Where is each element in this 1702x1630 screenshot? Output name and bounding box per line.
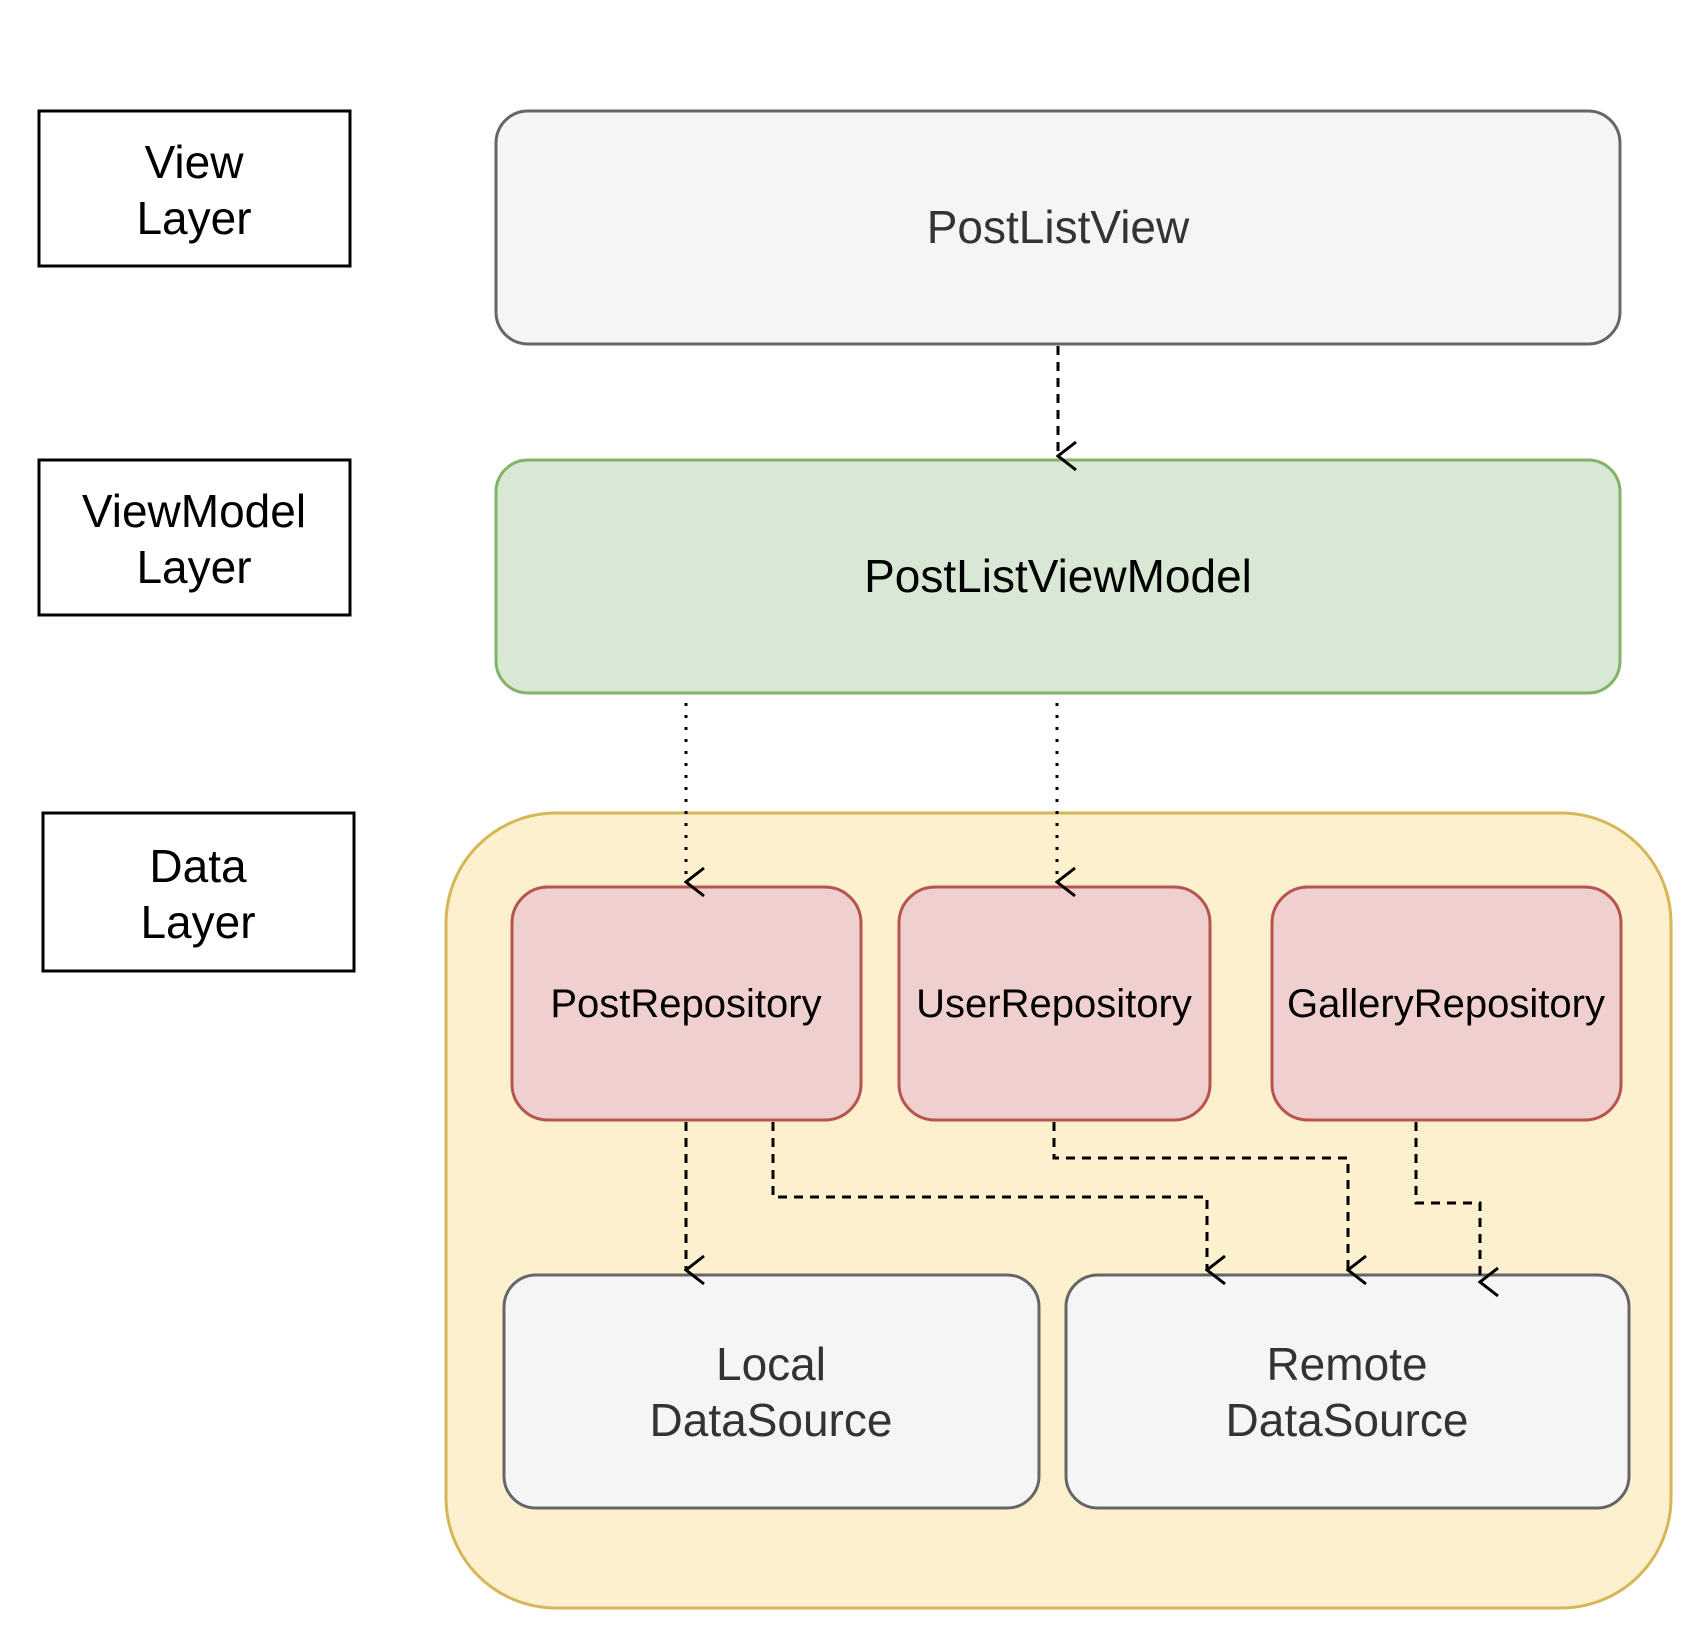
post-list-view-model-node: PostListViewModel [494,458,1622,695]
local-datasource-line1: Local [716,1338,826,1390]
gallery-repository-label: GalleryRepository [1287,982,1605,1026]
view-layer-label: View Layer [37,109,352,268]
viewmodel-layer-label: ViewModel Layer [37,458,352,617]
viewmodel-layer-line2: Layer [136,541,251,593]
data-layer-label: Data Layer [41,811,356,973]
edge-gallery-repository-to-remote-datasource [1414,1122,1480,1282]
post-list-view-node: PostListView [494,109,1622,346]
data-layer-line2: Layer [140,896,255,948]
local-datasource-node: Local DataSource [502,1273,1041,1510]
view-layer-line1: View [145,136,245,188]
user-repository-node: UserRepository [897,885,1212,1122]
remote-datasource-line1: Remote [1266,1338,1427,1390]
post-list-view-model-label: PostListViewModel [864,550,1252,602]
local-datasource-line2: DataSource [650,1394,893,1446]
post-list-view-label: PostListView [927,201,1190,253]
viewmodel-layer-line1: ViewModel [82,485,306,537]
user-repository-label: UserRepository [916,982,1192,1026]
post-repository-label: PostRepository [550,982,821,1026]
edge-user-repository-to-remote-datasource [1052,1122,1348,1270]
remote-datasource-node: Remote DataSource [1064,1273,1631,1510]
edge-post-repository-to-remote-datasource [771,1122,1207,1270]
remote-datasource-line2: DataSource [1226,1394,1469,1446]
post-repository-node: PostRepository [510,885,863,1122]
gallery-repository-node: GalleryRepository [1270,885,1623,1122]
view-layer-line2: Layer [136,192,251,244]
data-layer-line1: Data [149,840,247,892]
